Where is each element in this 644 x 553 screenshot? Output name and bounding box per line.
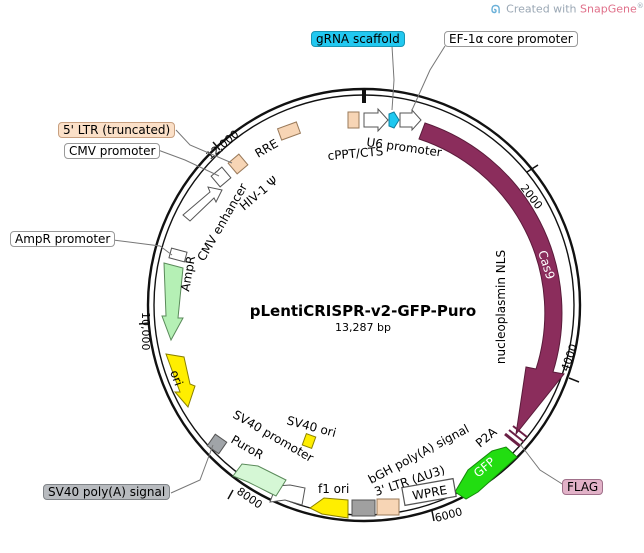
flag-feature [504,425,528,448]
cmv-enhancer-feature [182,186,223,222]
grna-scaffold-callout[interactable]: gRNA scaffold [311,31,405,47]
wpre-label: WPRE [411,483,448,503]
cppt-label: cPPT/CTS [327,144,384,163]
sv40polya-feature [206,433,228,455]
wpre-feature [401,477,457,507]
ltr5-feature [227,153,249,175]
nls-label: nucleoplasmin NLS [494,250,508,364]
puror-feature [232,463,287,497]
rre-label: RRE [253,136,281,160]
bgh-feature [351,499,376,517]
svg-text:10,000: 10,000 [139,312,152,351]
plasmid-length: 13,287 bp [335,321,391,334]
tick-10000: 10,000 [138,312,152,351]
plasmid-name: pLentiCRISPR-v2-GFP-Puro [250,302,477,320]
f1ori-feature [309,497,349,519]
sv40ori-feature [301,433,317,449]
ltr3-feature [376,498,400,516]
ampr-promoter-callout[interactable]: AmpR promoter [10,231,116,247]
f1ori-label: f1 ori [318,482,349,496]
cas9-feature [418,122,565,436]
ltr5-callout[interactable]: 5' LTR (truncated) [58,122,176,138]
svg-text:4000: 4000 [559,342,581,373]
ampr-feature [161,262,184,342]
cppt-feature [347,111,360,129]
cmv-promoter-feature [210,166,232,188]
ori-label: ori [167,368,185,387]
cmv-enhancer-label: CMV enhancer [194,181,250,264]
snapgene-logo-icon: ᘏ [491,2,501,16]
callout-leaders [112,45,568,494]
ampr-promoter-feature [168,247,188,263]
rre-feature [276,121,302,141]
ori-feature [165,353,196,408]
grna-feature [388,111,400,129]
u6-feature [363,107,389,133]
ef1a-callout[interactable]: EF-1α core promoter [444,31,578,47]
ef1a-feature [399,108,422,132]
ampr-label: AmpR [178,255,198,293]
flag-callout[interactable]: FLAG [562,479,604,495]
p2a-label: P2A [473,424,500,450]
puror-label: PuroR [229,432,266,462]
tick-8000: 8000 [227,485,265,512]
cmv-promoter-callout[interactable]: CMV promoter [64,143,161,159]
gfp-feature [454,446,518,500]
sv40-polya-callout[interactable]: SV40 poly(A) signal [43,484,171,500]
